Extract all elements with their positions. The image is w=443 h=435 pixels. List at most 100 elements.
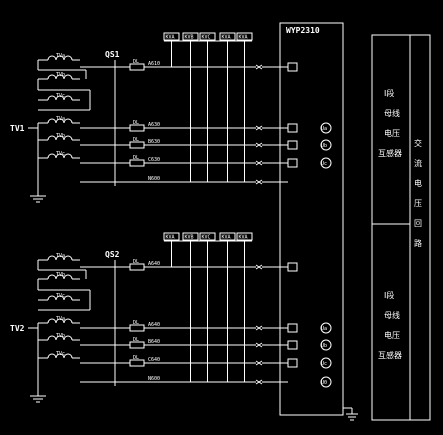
side-label-top-3: 电压 [384,128,400,138]
coil-path [47,335,73,341]
meter-label: KVA [166,235,175,241]
side-label-right-6: 路 [414,238,422,248]
winding-label: TVb [56,333,65,339]
coil-path [47,274,73,280]
terminal-x [255,342,263,348]
device-terminal [287,323,298,333]
device-terminal [287,262,298,272]
terminal-mark: Ub [321,143,327,149]
wire-label: A610 [148,61,160,67]
terminal-mark: Uc [321,161,327,167]
terminal-x [255,142,263,148]
fuse-label: DL [133,337,139,343]
winding-coil [47,55,73,61]
meter-label: KVC [202,35,211,41]
winding-coil [47,295,73,301]
winding-label: TVa [56,53,65,59]
terminal-x [255,379,263,385]
coil-path [47,118,73,124]
side-label-top: I段 母线 电压 互感器 [378,88,402,158]
winding-label: TVa [56,316,65,322]
side-label-right-2: 流 [414,158,422,168]
coil-path [47,55,73,61]
winding-label: TVc [56,151,65,157]
wire-label: C640 [148,357,160,363]
winding-coil [47,335,73,341]
fuse-label: DL [133,155,139,161]
coil-path [47,74,73,80]
fuse-label: DL [133,137,139,143]
winding-coil [47,255,73,261]
wire-label: A640 [148,261,160,267]
winding-coil [47,274,73,280]
meter-terminal [320,376,332,388]
terminal-mark: Uc [321,361,327,367]
wire-label: B630 [148,139,160,145]
side-label-bottom: I段 母线 电压 互感器 [378,290,402,360]
winding-coil [47,153,73,159]
coil-path [47,95,73,101]
coil-path [47,318,73,324]
coil-path [47,295,73,301]
side-label-right-4: 压 [414,199,422,208]
device-terminal [287,140,298,150]
meter-label: KVB [185,235,194,241]
winding-label: TVb [56,72,65,78]
terminal-mark: Ua [321,326,327,332]
fuse-label: DL [133,355,139,361]
wire-label: N600 [148,376,160,382]
coil-path [47,135,73,141]
side-label-bottom-4: 互感器 [378,350,402,360]
wire-label: A640 [148,322,160,328]
side-label-right-1: 交 [414,138,422,148]
side-label-top-4: 互感器 [378,148,402,158]
fuse-label: DL [133,120,139,126]
winding-label: TVb [56,272,65,278]
wire-label: A630 [148,122,160,128]
winding-coil [47,318,73,324]
wire-label: C630 [148,157,160,163]
terminal-mark: Ua [321,126,327,132]
meter-label: KVC [202,235,211,241]
meter-label: KVB [185,35,194,41]
side-label-bottom-2: 母线 [384,310,400,320]
device-terminal [287,358,298,368]
side-label-right-5: 回 [414,219,422,228]
device-terminal [287,340,298,350]
fuse-label: DL [133,259,139,265]
meter-label: KVA [166,35,175,41]
terminal-x [255,264,263,270]
side-label-top-2: 母线 [384,108,400,118]
meter-terminal [320,322,332,334]
fuse-label: DL [133,59,139,65]
pt-label: TV2 [10,324,25,333]
terminal-mark: U0 [321,380,327,386]
coil-path [47,153,73,159]
wire-label: B640 [148,339,160,345]
side-label-top-1: I段 [384,88,394,98]
terminal-mark: Ub [321,343,327,349]
meter-terminal [320,339,332,351]
device-terminal [287,158,298,168]
meter-label: KVA [222,235,231,241]
winding-label: TVc [56,293,65,299]
device-terminal [287,62,298,72]
meter-terminal [320,157,332,169]
device-terminal [287,123,298,133]
meter-label: KVA [222,35,231,41]
winding-label: TVa [56,116,65,122]
terminal-x [255,325,263,331]
device-frame [279,22,344,416]
meter-terminal [320,357,332,369]
meter-terminal [320,122,332,134]
meter-label: KVA [239,35,248,41]
side-label-right: 交 流 电 压 回 路 [414,138,422,248]
terminal-x [255,360,263,366]
winding-label: TVc [56,351,65,357]
winding-label: TVb [56,133,65,139]
meter-terminal [320,139,332,151]
winding-coil [47,135,73,141]
